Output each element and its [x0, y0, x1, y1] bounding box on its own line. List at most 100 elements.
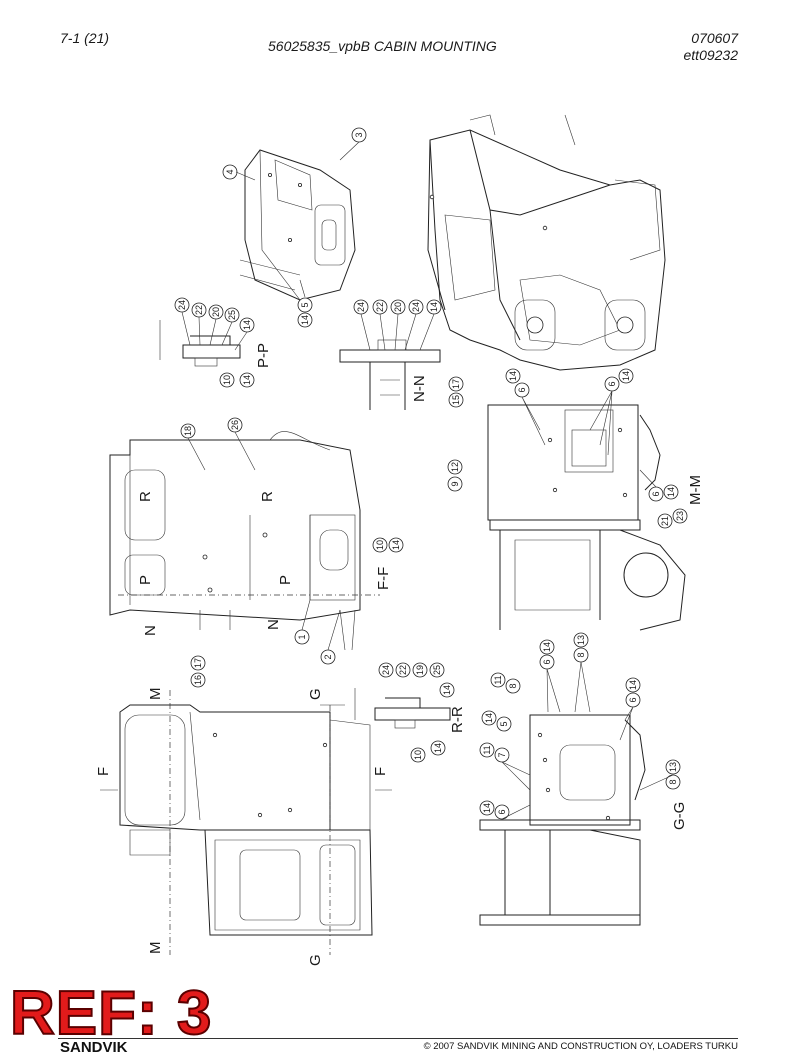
svg-text:17: 17	[193, 658, 203, 668]
callout-22: 22	[372, 299, 388, 315]
svg-text:25: 25	[227, 310, 237, 320]
callout-14: 14	[426, 299, 442, 315]
section-label-nn: N-N	[411, 375, 428, 402]
svg-text:6: 6	[651, 491, 661, 496]
svg-text:24: 24	[356, 302, 366, 312]
svg-text:11: 11	[493, 675, 503, 684]
callout-6: 6	[604, 376, 620, 392]
svg-text:4: 4	[225, 169, 235, 174]
callout-10: 10	[372, 537, 388, 553]
callout-14: 14	[479, 800, 495, 816]
callout-11: 11	[490, 672, 506, 688]
callout-8: 8	[573, 647, 589, 663]
svg-text:14: 14	[666, 487, 676, 497]
callout-24: 24	[408, 299, 424, 315]
svg-text:8: 8	[576, 652, 586, 657]
callout-10: 10	[410, 747, 426, 763]
callout-22: 22	[395, 662, 411, 678]
cut-label-f-left: F	[95, 767, 112, 776]
callout-19: 19	[412, 662, 428, 678]
reference-stamp: REF: 3	[9, 979, 213, 1048]
callout-14: 14	[430, 740, 446, 756]
drawing-title: 56025835_vpbB CABIN MOUNTING	[268, 38, 497, 54]
callout-14: 14	[481, 710, 497, 726]
callout-1: 1	[294, 629, 310, 645]
svg-text:24: 24	[177, 300, 187, 310]
section-ff-view	[109, 431, 380, 651]
callout-14: 14	[663, 484, 679, 500]
callout-6: 6	[648, 486, 664, 502]
callout-6: 6	[539, 654, 555, 670]
callout-18: 18	[180, 423, 196, 439]
section-label-rr: R-R	[449, 706, 466, 733]
callout-16: 16	[190, 672, 206, 688]
callout-6: 6	[625, 692, 641, 708]
svg-text:14: 14	[242, 320, 252, 330]
callout-14: 14	[297, 312, 313, 328]
svg-text:13: 13	[576, 635, 586, 645]
section-label-mm: M-M	[687, 475, 704, 505]
page-number: 7-1 (21)	[60, 30, 110, 46]
cut-label-m-top: M	[147, 688, 164, 701]
svg-text:14: 14	[300, 315, 310, 325]
callout-14: 14	[625, 677, 641, 693]
callout-10: 10	[219, 372, 235, 388]
callout-22: 22	[191, 302, 207, 318]
svg-text:8: 8	[668, 779, 678, 784]
cut-label-n-right: N	[265, 619, 282, 630]
callout-8: 8	[505, 678, 521, 694]
callout-23: 23	[672, 508, 688, 524]
svg-text:15: 15	[451, 395, 461, 405]
svg-text:19: 19	[415, 665, 425, 675]
svg-text:20: 20	[211, 307, 221, 317]
brand-logo: SANDVIK	[60, 1040, 128, 1053]
callout-17: 17	[448, 376, 464, 392]
cut-label-g-top: G	[307, 688, 324, 700]
svg-text:6: 6	[542, 659, 552, 664]
section-label-ff: F-F	[375, 567, 392, 590]
svg-text:25: 25	[432, 665, 442, 675]
callout-15: 15	[448, 392, 464, 408]
svg-text:24: 24	[411, 302, 421, 312]
svg-text:10: 10	[413, 750, 423, 760]
cut-label-m-bottom: M	[147, 942, 164, 955]
callout-14: 14	[388, 537, 404, 553]
leader-lines	[181, 141, 674, 820]
callout-17: 17	[190, 655, 206, 671]
callout-14: 14	[539, 639, 555, 655]
callout-20: 20	[208, 304, 224, 320]
svg-text:6: 6	[628, 697, 638, 702]
svg-text:14: 14	[628, 680, 638, 690]
document-id: ett09232	[683, 47, 739, 63]
svg-text:14: 14	[508, 371, 518, 381]
callout-6: 6	[494, 804, 510, 820]
svg-text:5: 5	[499, 721, 509, 726]
svg-text:22: 22	[375, 302, 385, 312]
svg-text:1: 1	[297, 634, 307, 639]
cut-label-n-left: N	[142, 625, 159, 636]
svg-text:20: 20	[393, 302, 403, 312]
callout-2: 2	[320, 649, 336, 665]
callout-24: 24	[174, 297, 190, 313]
copyright-notice: © 2007 SANDVIK MINING AND CONSTRUCTION O…	[423, 1041, 738, 1052]
svg-text:18: 18	[183, 426, 193, 436]
callout-20: 20	[390, 299, 406, 315]
callout-5: 5	[496, 716, 512, 732]
callout-12: 12	[447, 459, 463, 475]
section-gg-view	[479, 714, 646, 926]
callout-6: 6	[514, 382, 530, 398]
cut-label-g-bottom: G	[307, 954, 324, 966]
svg-text:14: 14	[429, 302, 439, 312]
callout-14: 14	[239, 372, 255, 388]
svg-text:6: 6	[517, 387, 527, 392]
callout-14: 14	[505, 368, 521, 384]
svg-text:6: 6	[497, 809, 507, 814]
cut-label-f-right: F	[372, 767, 389, 776]
svg-text:21: 21	[660, 516, 670, 526]
svg-text:24: 24	[381, 665, 391, 675]
svg-text:3: 3	[354, 132, 364, 137]
svg-text:12: 12	[450, 462, 460, 472]
section-mm-view	[487, 404, 686, 631]
callout-13: 13	[665, 759, 681, 775]
cut-label-p-left: P	[137, 575, 154, 585]
